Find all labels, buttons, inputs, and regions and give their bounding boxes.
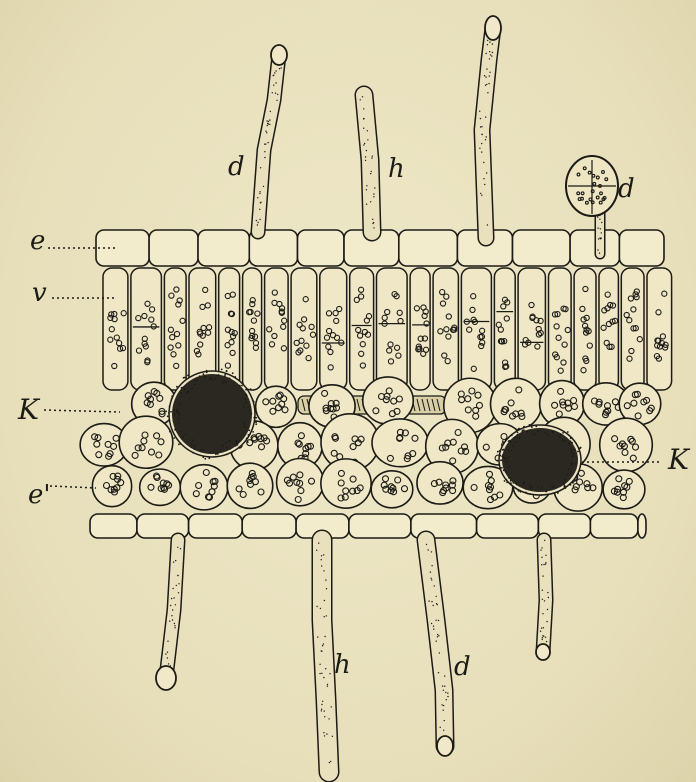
- leader-line: [44, 410, 120, 412]
- label-lower-epidermis: e': [28, 482, 51, 508]
- gland-hair-lower-left: [156, 540, 181, 690]
- simple-hair-upper: [360, 95, 376, 232]
- spongy-cell: [119, 416, 173, 468]
- simple-hair-lower: [316, 540, 333, 772]
- label-gland-hair-top-right: d: [618, 176, 635, 202]
- palisade-cell: [518, 268, 545, 390]
- palisade-cell: [350, 268, 374, 390]
- spongy-cell: [256, 386, 297, 427]
- spongy-cell: [371, 471, 413, 508]
- spongy-cell: [603, 470, 645, 509]
- spongy-cell: [140, 469, 181, 505]
- gland-hair-lower-right: [536, 540, 550, 660]
- palisade-cell: [433, 268, 458, 390]
- palisade-cell: [131, 268, 162, 390]
- palisade-cell: [599, 268, 618, 390]
- palisade-cell: [461, 268, 491, 390]
- label-hair-bottom: h: [334, 652, 351, 678]
- spongy-cell: [180, 465, 228, 510]
- label-gland-hair-top-left: d: [228, 154, 245, 180]
- label-nucleus-left: K: [18, 396, 39, 424]
- palisade-cell: [265, 268, 289, 390]
- leader-line: [50, 486, 96, 488]
- palisade-cell: [574, 268, 596, 390]
- label-upper-epidermis: e: [30, 228, 45, 254]
- spongy-cell: [92, 466, 131, 507]
- palisade-cell: [549, 268, 572, 390]
- palisade-cell: [621, 268, 644, 390]
- spongy-cell: [227, 463, 273, 508]
- gland-hair-upper-mid: [479, 16, 501, 238]
- spongy-cell: [372, 419, 428, 467]
- palisade-cell: [494, 268, 515, 390]
- palisade-cell: [164, 268, 186, 390]
- palisade-cell: [243, 268, 262, 390]
- spongy-cell: [363, 377, 413, 424]
- spongy-cell: [277, 458, 324, 505]
- gland-hair-upper-right-stalk: [597, 210, 603, 254]
- gland-hair-upper-left: [256, 45, 287, 232]
- label-nucleus-right: K: [668, 446, 689, 474]
- label-gland-hair-bottom: d: [454, 654, 471, 680]
- spongy-cell: [600, 418, 653, 471]
- palisade-cell: [377, 268, 408, 390]
- palisade-cell: [291, 268, 317, 390]
- label-hair-top: h: [388, 156, 405, 182]
- gland-head-upper-right: [566, 156, 618, 216]
- spongy-cell: [321, 459, 371, 508]
- palisade-cell: [320, 268, 347, 390]
- spongy-cell: [417, 462, 463, 504]
- spongy-cell: [491, 378, 542, 429]
- palisade-cell: [103, 268, 128, 390]
- gland-hair-lower-mid: [426, 540, 453, 756]
- label-palisade: v: [32, 280, 47, 306]
- palisade-cell: [410, 268, 430, 390]
- palisade-cell: [647, 268, 672, 390]
